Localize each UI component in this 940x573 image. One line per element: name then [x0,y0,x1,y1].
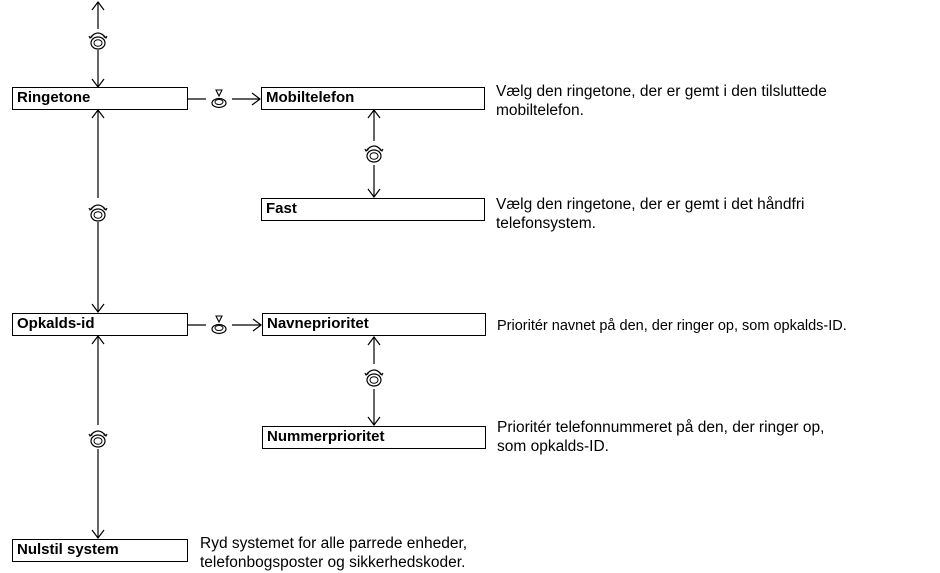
rotate-knob-icon [88,430,108,448]
description-line: Vælg den ringetone, der er gemt i den ti… [496,83,827,100]
description-line: Prioritér navnet på den, der ringer op, … [497,318,847,334]
description-line: telefonsystem. [496,215,596,232]
menu-item-mobiltelefon: Mobiltelefon [261,87,485,110]
rotate-knob-icon [364,369,384,387]
description-fast: Vælg den ringetone, der er gemt i det hå… [496,195,804,233]
menu-item-fast: Fast [261,198,485,221]
description-line: Prioritér telefonnummeret på den, der ri… [497,419,825,436]
menu-item-nummerprioritet: Nummerprioritet [262,426,486,449]
menu-item-opkalds-id: Opkalds-id [12,313,188,336]
rotate-knob-icon [364,145,384,163]
description-navneprioritet: Prioritér navnet på den, der ringer op, … [497,317,847,336]
description-line: telefonbogsposter og sikkerhedskoder. [200,554,466,571]
menu-item-navneprioritet: Navneprioritet [262,313,486,336]
description-line: Ryd systemet for alle parrede enheder, [200,535,468,552]
menu-item-nulstil-system: Nulstil system [12,539,188,562]
connector-lines [91,0,381,539]
menu-item-ringetone: Ringetone [12,87,188,110]
press-knob-icon [211,315,227,335]
description-nummerprioritet: Prioritér telefonnummeret på den, der ri… [497,418,824,456]
rotate-knob-icon [88,32,108,50]
press-knob-icon [211,89,227,109]
description-line: Vælg den ringetone, der er gemt i det hå… [496,196,805,213]
description-nulstil-system: Ryd systemet for alle parrede enheder, t… [200,534,467,572]
description-line: mobiltelefon. [496,102,584,119]
description-line: som opkalds-ID. [497,438,609,455]
description-mobiltelefon: Vælg den ringetone, der er gemt i den ti… [496,82,827,120]
rotate-knob-icon [88,204,108,222]
